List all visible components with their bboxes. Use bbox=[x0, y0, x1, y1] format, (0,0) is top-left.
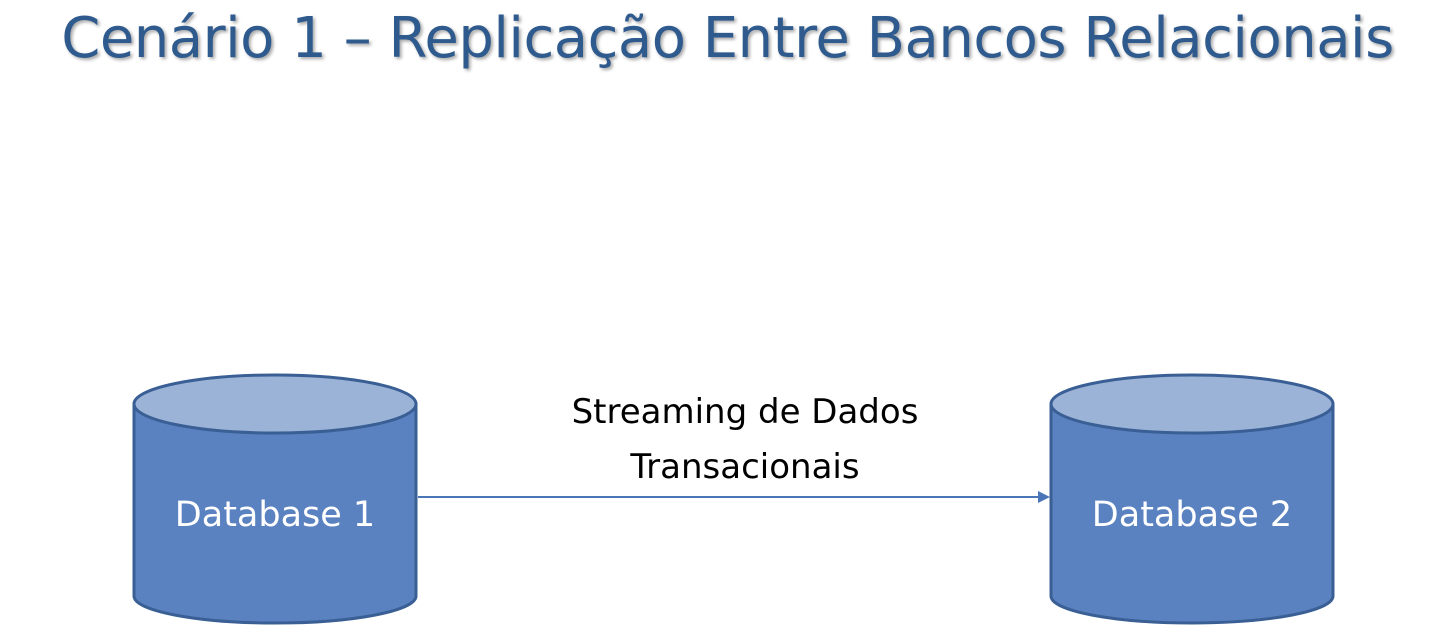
database-2-label: Database 2 bbox=[1092, 495, 1292, 535]
database-2-body bbox=[1049, 402, 1335, 625]
database-2-top bbox=[1049, 373, 1335, 435]
edge-label-line-2: Transacionais bbox=[629, 447, 859, 487]
database-1-body bbox=[132, 402, 418, 625]
edge-label-line-1: Streaming de Dados bbox=[572, 392, 919, 432]
database-1-label: Database 1 bbox=[175, 495, 375, 535]
slide-title: Cenário 1 – Replicação Entre Bancos Rela… bbox=[61, 6, 1394, 71]
database-1-top bbox=[132, 373, 418, 435]
database-2-cylinder: Database 2 bbox=[1049, 373, 1335, 625]
database-1-cylinder: Database 1 bbox=[132, 373, 418, 625]
